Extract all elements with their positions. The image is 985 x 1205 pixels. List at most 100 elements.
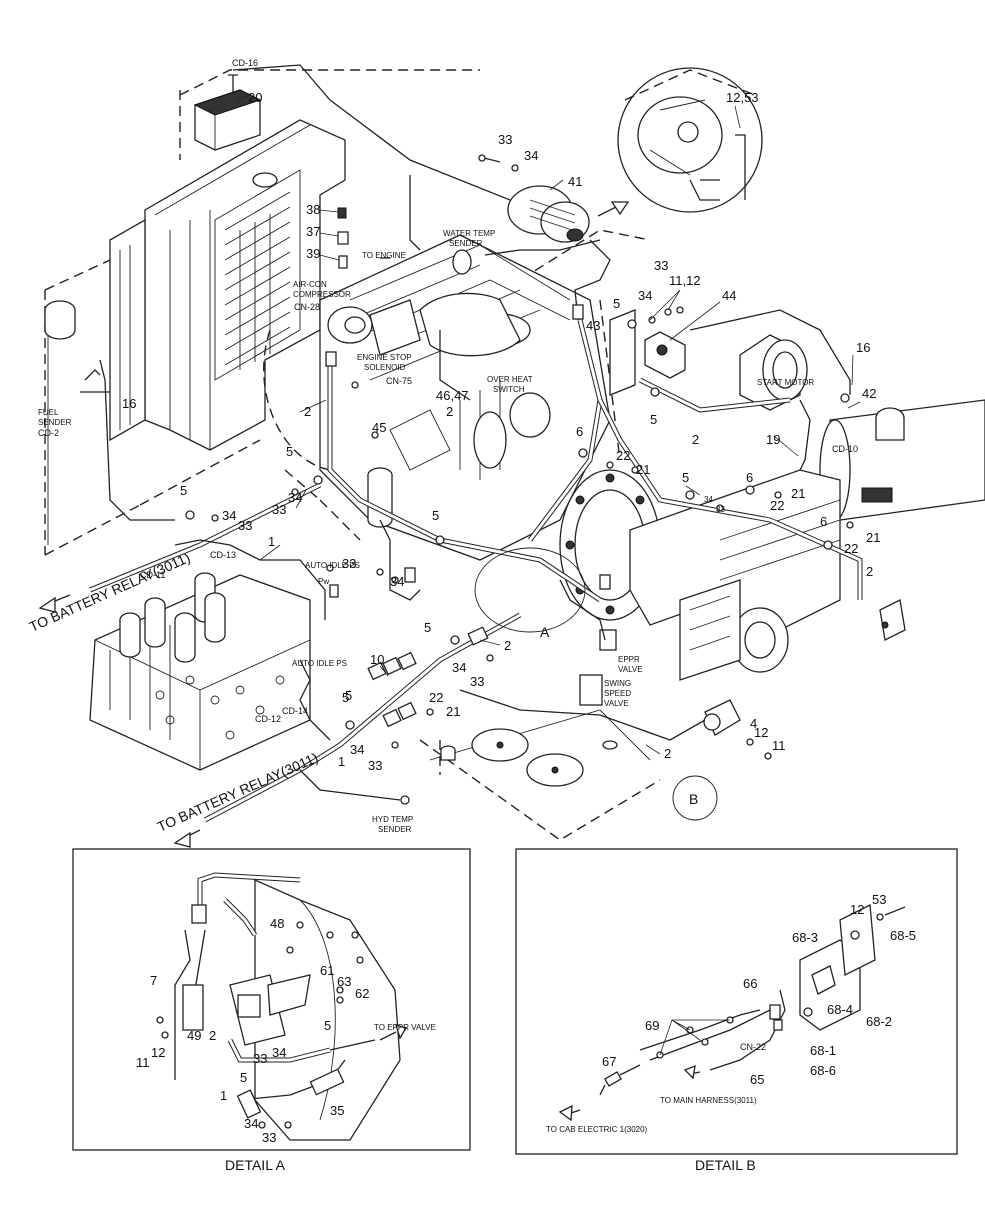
detail-b-part-68-3: 68-3 [792,930,818,945]
detail-b-part-66: 66 [743,976,757,991]
part-21a: 21 [636,462,650,477]
detail-a-part-2: 2 [209,1028,216,1043]
detail-a-part-34: 34 [272,1045,286,1060]
part-34e: 34 [704,495,713,504]
detail-a-part-63: 63 [337,974,351,989]
label-overheat-1: OVER HEAT [487,375,533,384]
detail-a-part-12: 12 [151,1045,165,1060]
part-4: 4 [750,716,757,731]
detail-b-part-68-4: 68-4 [827,1002,853,1017]
label-fuel-2: SENDER [38,418,72,427]
part-6b: 6 [746,470,753,485]
hydraulic-tank [429,709,651,787]
label-to-engine: TO ENGINE [362,251,406,260]
label-start-motor: START MOTOR [757,378,814,387]
detail-b-part-68-5: 68-5 [890,928,916,943]
part-22b: 22 [770,498,784,513]
part-33h: 33 [368,758,382,773]
detail-b-part-68-2: 68-2 [866,1014,892,1029]
label-cn75: CN-75 [386,376,412,386]
detail-a-indicator [474,547,586,633]
wire-harness [89,319,863,823]
direction-arrows [38,257,390,848]
detail-b-label-cn22: CN-22 [740,1042,766,1052]
thin-wires [99,64,851,801]
part-5g: 5 [424,620,431,635]
label-swing-1: SWING [604,679,631,688]
detail-b-panel: 53 12 68-3 68-5 66 68-4 68-2 69 68-1 CN-… [515,848,958,1173]
part-2d: 2 [866,564,873,579]
start-motor [609,309,808,411]
alternator [507,185,590,243]
detail-b-caption: DETAIL B [695,1157,756,1173]
part-43: 43 [586,318,600,333]
part-19: 19 [766,432,780,447]
detail-b-part-65: 65 [750,1072,764,1087]
detail-a-caption: DETAIL A [225,1157,286,1173]
detail-a-part-49: 49 [187,1028,201,1043]
label-cd16: CD-16 [232,58,258,68]
detail-a-part-61: 61 [320,963,334,978]
detail-a-part-62: 62 [355,986,369,1001]
part-46-47: 46,47 [436,388,469,403]
part-5b: 5 [650,412,657,427]
detail-b-part-67: 67 [602,1054,616,1069]
detail-circle-starter [617,67,763,213]
part-22a: 22 [616,448,630,463]
part-21d: 21 [446,704,460,719]
label-engine-stop-1: ENGINE STOP [357,353,412,362]
label-aircon-1: AIR-CON [293,280,327,289]
detail-a-part-5b: 5 [240,1070,247,1085]
label-engine-stop-2: SOLENOID [364,363,406,372]
label-swing-2: SPEED [604,689,631,698]
label-water-temp-1: WATER TEMP [443,229,495,238]
part-34d: 34 [222,508,236,523]
part-39: 39 [306,246,320,261]
part-34h: 34 [350,742,364,757]
main-assembly: CD-16 20 12,53 33 34 41 38 37 39 TO ENGI… [27,58,985,848]
right-cylinder [819,399,985,521]
swing-speed-valve [579,674,603,706]
part-34a: 34 [524,148,538,163]
water-temp-sender [452,249,472,275]
part-22d: 22 [429,690,443,705]
part-33g: 33 [470,674,484,689]
detail-b-part-68-1: 68-1 [810,1043,836,1058]
detail-a-part-33: 33 [253,1051,267,1066]
label-water-temp-2: SENDER [449,239,483,248]
part-33d: 33 [238,518,252,533]
detail-b-to-main-harness: TO MAIN HARNESS(3011) [660,1096,757,1105]
part-34b: 34 [638,288,652,303]
aircon-compressor [327,299,421,356]
detail-a-part-1: 1 [220,1088,227,1103]
connector-blocks [325,304,611,728]
label-pw: Pw [318,577,329,586]
label-auto-idle-2: AUTO IDLE PS [292,659,347,668]
part-33a: 33 [498,132,512,147]
label-eppr-2: VALVE [618,665,643,674]
part-33c: 33 [272,502,286,517]
leader-lines [235,95,861,755]
part-33f: 33 [342,556,356,571]
part-5d: 5 [180,483,187,498]
detail-a-marker: A [540,624,550,640]
label-swing-3: VALVE [604,699,629,708]
detail-b-part-69: 69 [645,1018,659,1033]
label-overheat-2: SWITCH [493,385,525,394]
detail-b-part-68-6: 68-6 [810,1063,836,1078]
part-1b: 1 [338,754,345,769]
part-12-53: 12,53 [726,90,759,105]
part-5h: 5 [342,690,349,705]
part-33e: 33 [716,505,725,514]
part-33b: 33 [654,258,668,273]
coolant-reservoir [193,74,262,151]
part-2b: 2 [446,404,453,419]
detail-a-part-11: 11 [136,1055,150,1070]
part-34c: 34 [288,490,302,505]
detail-b-part-12: 12 [850,902,864,917]
detail-a-part-7: 7 [150,973,157,988]
part-10: 10 [370,652,384,667]
label-cd14: CD-14 [282,706,308,716]
detail-a-panel: 48 7 61 63 62 49 2 11 12 33 34 5 TO EPPR… [72,848,471,1173]
